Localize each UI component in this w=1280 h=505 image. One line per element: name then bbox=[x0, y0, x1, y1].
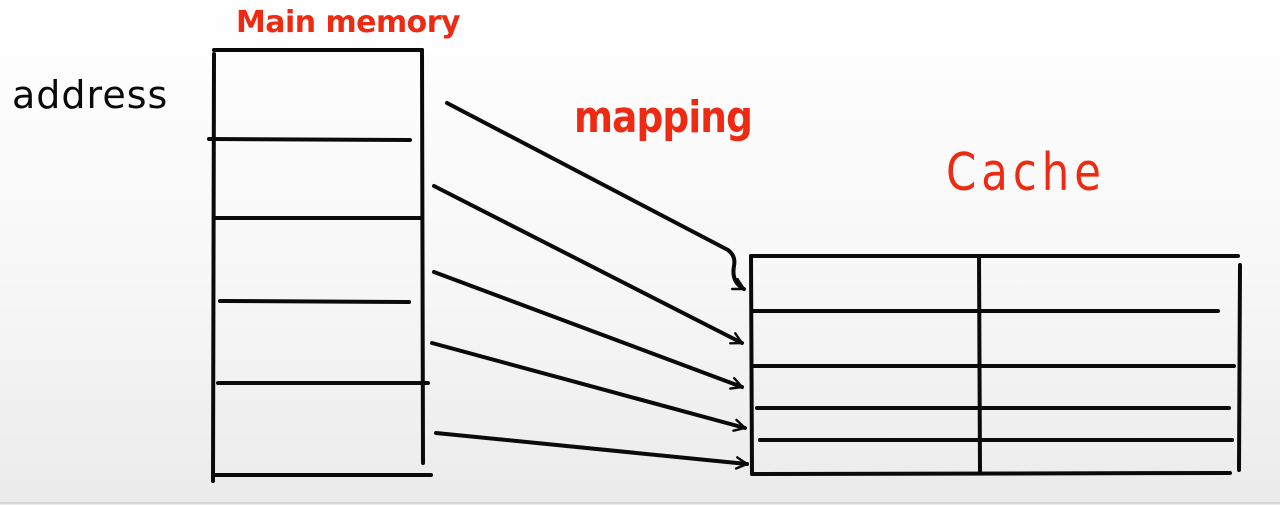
main-memory-label: Main memory bbox=[236, 5, 461, 40]
memory-right-edge bbox=[420, 48, 425, 465]
mapping-arrows bbox=[430, 101, 749, 470]
mapping-label: mapping bbox=[574, 92, 752, 143]
memory-left-edge bbox=[211, 52, 216, 483]
mapping-arrow bbox=[432, 184, 744, 345]
mapping-arrow bbox=[430, 341, 747, 432]
mapping-arrow bbox=[434, 431, 749, 470]
mapping-arrow bbox=[432, 270, 744, 390]
memory-row-divider bbox=[218, 299, 411, 304]
cache-right-edge bbox=[1237, 263, 1242, 472]
cache-bottom-edge bbox=[750, 471, 1232, 476]
main-memory-block bbox=[207, 48, 433, 483]
memory-row-divider bbox=[207, 137, 412, 142]
address-label: address bbox=[12, 73, 168, 117]
cache-block bbox=[749, 254, 1242, 476]
cache-label: Cache bbox=[946, 143, 1106, 203]
mapping-arrow bbox=[445, 101, 746, 291]
